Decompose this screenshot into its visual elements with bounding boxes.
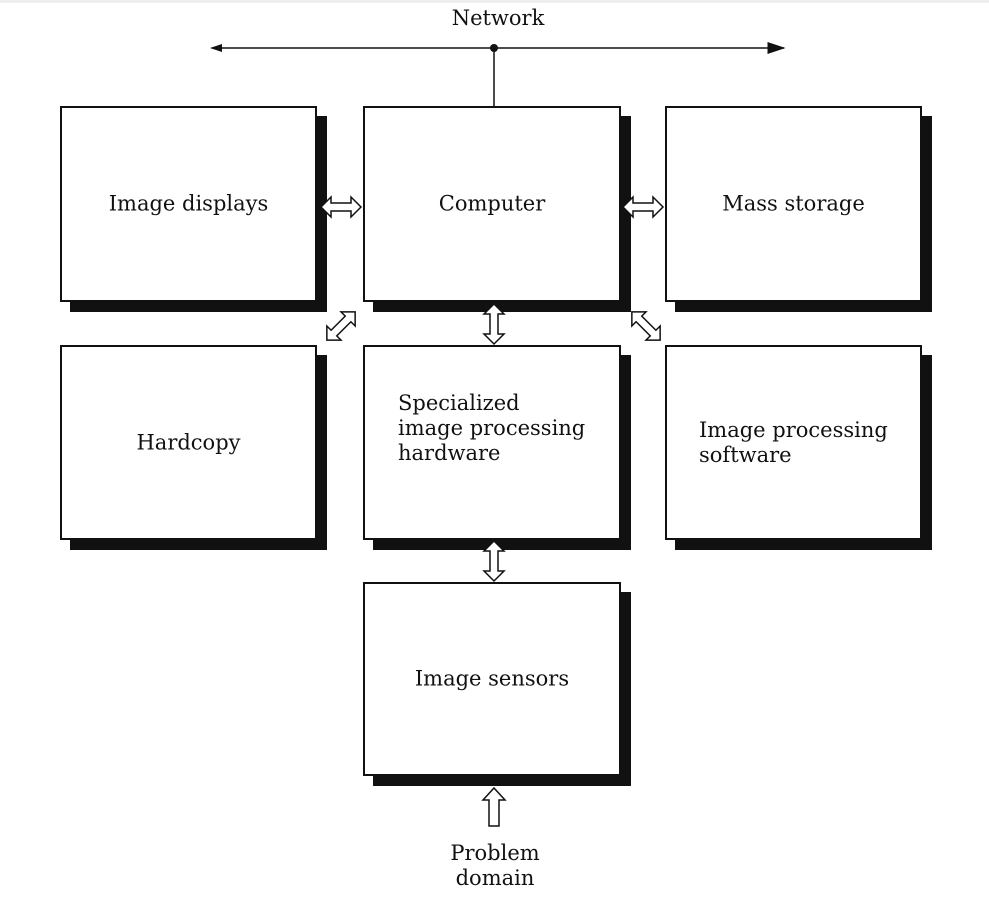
computer-software-double-arrow <box>631 311 661 341</box>
computer-label: Computer <box>438 191 546 216</box>
image-displays-box: Image displays <box>60 106 317 302</box>
mass-storage-label: Mass storage <box>722 191 865 216</box>
network-label: Network <box>451 6 545 30</box>
specialized-hardware-box: Specialized image processing hardware <box>363 345 621 540</box>
hardcopy-label: Hardcopy <box>136 429 241 454</box>
image-sensors-label: Image sensors <box>414 666 570 691</box>
problem-domain-line-1: Problem <box>450 841 540 865</box>
hardcopy-box: Hardcopy <box>60 345 317 540</box>
network-bus <box>210 42 786 106</box>
computer-hardcopy-double-arrow <box>326 311 356 341</box>
problem-domain-line-2: domain <box>455 866 535 891</box>
image-processing-software-label: Image processing software <box>667 417 920 467</box>
computer-hardware-double-arrow <box>482 302 506 346</box>
displays-computer-double-arrow <box>319 195 363 219</box>
domain-to-sensors-arrow <box>481 786 507 827</box>
top-border <box>0 0 989 3</box>
specialized-hardware-label: Specialized image processing hardware <box>365 391 619 467</box>
image-displays-label: Image displays <box>108 191 269 216</box>
image-processing-software-line-2: software <box>699 442 792 467</box>
image-processing-software-box: Image processing software <box>665 345 922 540</box>
mass-storage-box: Mass storage <box>665 106 922 302</box>
image-processing-software-line-1: Image processing <box>699 417 888 442</box>
specialized-hardware-line-3: hardware <box>398 441 501 466</box>
image-sensors-box: Image sensors <box>363 582 621 776</box>
hardware-sensors-double-arrow <box>482 539 506 583</box>
specialized-hardware-line-2: image processing <box>398 415 586 440</box>
network-left-arrowhead <box>210 44 222 52</box>
computer-storage-double-arrow <box>621 195 665 219</box>
computer-box: Computer <box>363 106 621 302</box>
specialized-hardware-line-1: Specialized <box>398 390 520 415</box>
